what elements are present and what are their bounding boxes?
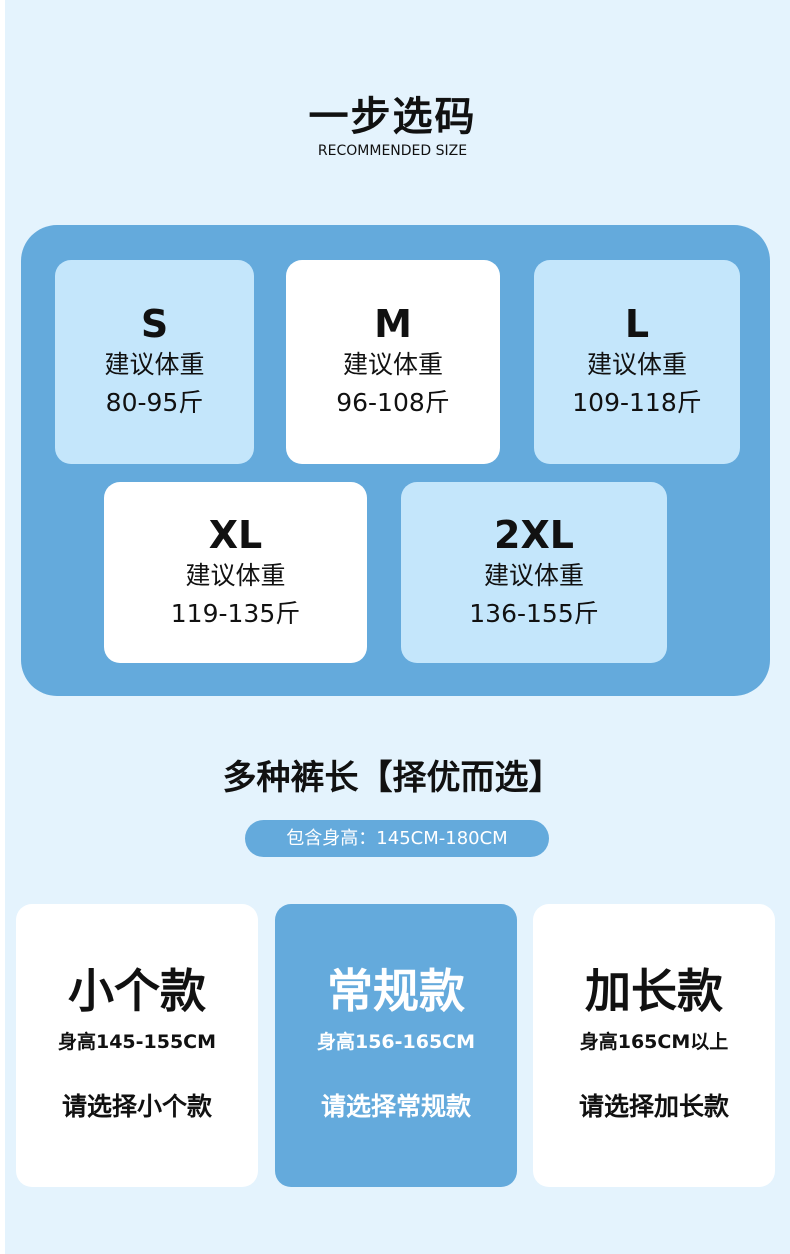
size-label: 建议体重 xyxy=(586,350,687,379)
size-card-s: S 建议体重 80-95斤 xyxy=(55,260,254,464)
size-name: M xyxy=(374,302,412,346)
length-option-petite[interactable]: 小个款 身高145-155CM 请选择小个款 xyxy=(16,904,258,1187)
size-range: 80-95斤 xyxy=(105,388,204,417)
size-range: 136-155斤 xyxy=(469,598,599,628)
length-option-regular[interactable]: 常规款 身高156-165CM 请选择常规款 xyxy=(275,904,517,1187)
size-name: L xyxy=(624,302,650,346)
size-label: 建议体重 xyxy=(342,350,443,379)
size-label: 建议体重 xyxy=(483,560,584,590)
option-select[interactable]: 请选择加长款 xyxy=(578,1092,729,1121)
option-select[interactable]: 请选择常规款 xyxy=(320,1092,471,1121)
size-name: XL xyxy=(208,512,263,557)
page-title: 一步选码 xyxy=(308,94,477,140)
size-card-m: M 建议体重 96-108斤 xyxy=(286,260,500,464)
size-range: 96-108斤 xyxy=(336,388,450,417)
size-card-2xl: 2XL 建议体重 136-155斤 xyxy=(401,482,667,663)
size-range: 109-118斤 xyxy=(572,388,702,417)
option-height: 身高145-155CM xyxy=(57,1031,217,1053)
page-subtitle: RECOMMENDED SIZE xyxy=(317,143,468,159)
height-range-pill: 包含身高：145CM-180CM xyxy=(245,820,549,857)
size-name: 2XL xyxy=(494,512,574,557)
option-height: 身高165CM以上 xyxy=(579,1031,729,1053)
option-name: 加长款 xyxy=(585,964,723,1018)
size-card-xl: XL 建议体重 119-135斤 xyxy=(104,482,367,663)
option-height: 身高156-165CM xyxy=(316,1031,476,1053)
size-card-l: L 建议体重 109-118斤 xyxy=(534,260,740,464)
size-label: 建议体重 xyxy=(185,560,286,590)
length-option-long[interactable]: 加长款 身高165CM以上 请选择加长款 xyxy=(533,904,775,1187)
size-range: 119-135斤 xyxy=(170,598,301,628)
option-name: 小个款 xyxy=(68,964,206,1018)
size-label: 建议体重 xyxy=(104,350,205,379)
lengths-title: 多种裤长【择优而选】 xyxy=(222,758,563,798)
option-select[interactable]: 请选择小个款 xyxy=(61,1092,212,1121)
size-name: S xyxy=(140,302,169,346)
option-name: 常规款 xyxy=(327,964,465,1018)
